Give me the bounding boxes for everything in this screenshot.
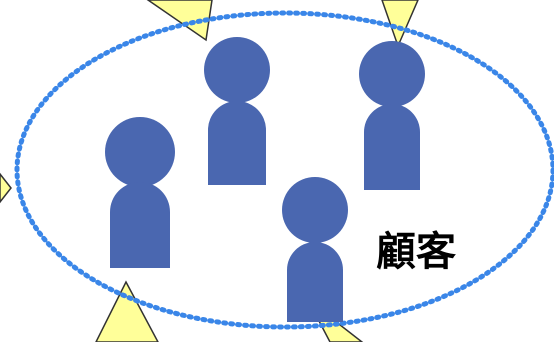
callout-pointer-left-edge — [0, 172, 12, 204]
customer-group-dotted-ellipse — [14, 10, 554, 330]
person-icon — [282, 177, 348, 322]
group-label-customers: 顧客 — [376, 229, 456, 275]
callout-pointer-top-right — [381, 0, 419, 49]
person-icon — [105, 117, 175, 268]
callout-pointer-bottom-left — [95, 280, 159, 342]
person-icon — [204, 37, 270, 185]
person-icon — [359, 41, 425, 190]
